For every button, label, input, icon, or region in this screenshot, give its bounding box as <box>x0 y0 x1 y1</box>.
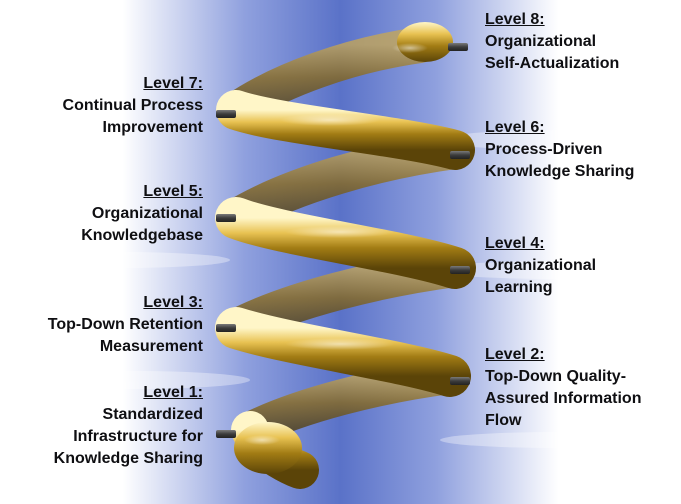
level-6-label: Level 6: Process-Driven Knowledge Sharin… <box>485 117 634 183</box>
level-2-line-1: Top-Down Quality- <box>485 368 627 385</box>
level-1-label: Level 1: Standardized Infrastructure for… <box>54 382 203 470</box>
level-5-label: Level 5: Organizational Knowledgebase <box>81 181 203 247</box>
peg-level-8 <box>448 43 468 51</box>
level-4-number: Level 4: <box>485 235 545 252</box>
level-6-number: Level 6: <box>485 119 545 136</box>
spiral-highlights <box>244 43 428 445</box>
peg-level-1 <box>216 430 236 438</box>
level-3-label: Level 3: Top-Down Retention Measurement <box>48 292 203 358</box>
level-5-line-1: Organizational <box>91 205 203 222</box>
level-4-line-2: Learning <box>485 279 553 296</box>
level-1-line-3: Knowledge Sharing <box>53 450 203 467</box>
level-7-line-1: Continual Process <box>62 97 203 114</box>
peg-level-2 <box>450 377 470 385</box>
level-4-line-1: Organizational <box>485 257 597 274</box>
connector-pegs <box>216 43 470 438</box>
level-3-line-1: Top-Down Retention <box>47 316 203 333</box>
spiral-top-end <box>397 22 453 62</box>
level-8-line-2: Self-Actualization <box>485 55 620 72</box>
level-3-line-2: Measurement <box>99 338 203 355</box>
light-streaks <box>10 130 681 448</box>
level-6-line-2: Knowledge Sharing <box>485 163 635 180</box>
level-4-label: Level 4: Organizational Learning <box>485 233 596 299</box>
peg-level-4 <box>450 266 470 274</box>
level-2-line-2: Assured Information <box>485 390 642 407</box>
spiral-bottom-end <box>234 422 302 474</box>
peg-level-6 <box>450 151 470 159</box>
level-8-line-1: Organizational <box>485 33 597 50</box>
level-1-line-2: Infrastructure for <box>73 428 203 445</box>
level-6-line-1: Process-Driven <box>485 141 603 158</box>
level-2-label: Level 2: Top-Down Quality- Assured Infor… <box>485 344 641 432</box>
peg-level-7 <box>216 110 236 118</box>
level-7-line-2: Improvement <box>102 119 203 136</box>
level-3-number: Level 3: <box>143 294 203 311</box>
level-1-line-1: Standardized <box>102 406 203 423</box>
level-2-line-3: Flow <box>485 412 522 429</box>
level-2-number: Level 2: <box>485 346 545 363</box>
level-7-label: Level 7: Continual Process Improvement <box>63 73 203 139</box>
level-8-label: Level 8: Organizational Self-Actualizati… <box>485 9 619 75</box>
level-5-number: Level 5: <box>143 183 203 200</box>
level-8-number: Level 8: <box>485 11 545 28</box>
level-7-number: Level 7: <box>143 75 203 92</box>
peg-level-3 <box>216 324 236 332</box>
level-5-line-2: Knowledgebase <box>81 227 203 244</box>
peg-level-5 <box>216 214 236 222</box>
level-1-number: Level 1: <box>143 384 203 401</box>
